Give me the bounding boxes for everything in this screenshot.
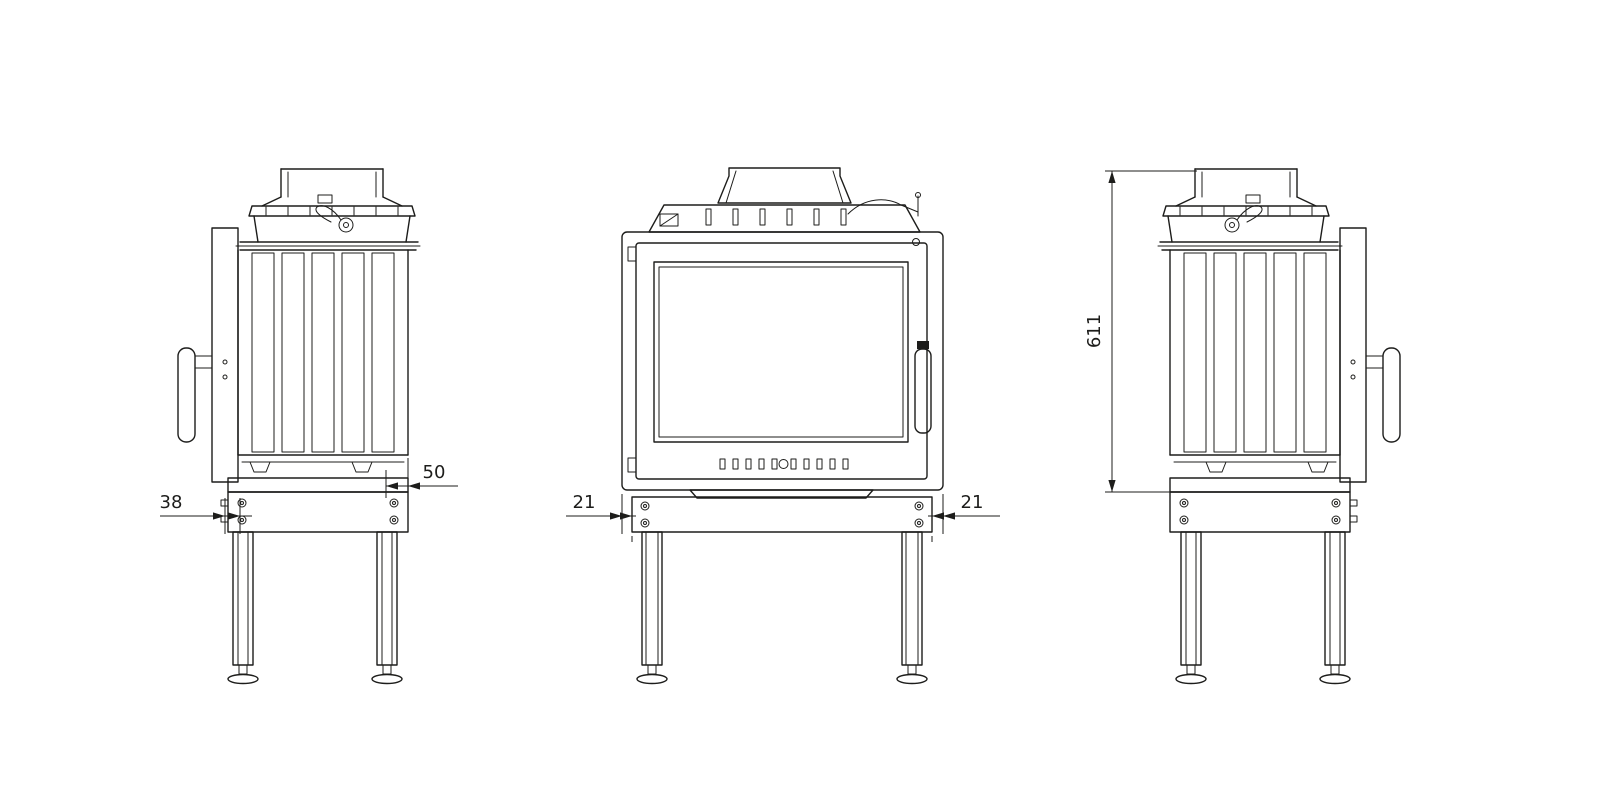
dimension-label-21-right: 21 — [961, 492, 984, 513]
side-plate — [211, 227, 239, 483]
dimension-label-50: 50 — [423, 462, 446, 483]
dimension-611: 611 — [1084, 170, 1197, 493]
front-stand-leg-left — [641, 531, 663, 666]
side-view-right — [1157, 168, 1401, 685]
vent-knob — [778, 459, 789, 469]
convection-fins — [237, 249, 409, 463]
front-view — [621, 167, 944, 685]
hinge-bottom — [627, 457, 637, 473]
front-stand-leg-right — [901, 531, 923, 666]
stand-leg-front — [232, 531, 254, 666]
glass-pane — [653, 261, 909, 443]
damper-rod — [847, 192, 921, 217]
frame-screw — [912, 238, 920, 246]
base-lip — [689, 489, 874, 499]
door-handle-side — [177, 347, 213, 443]
damper-lever — [315, 205, 354, 233]
front-flue — [717, 167, 852, 204]
base-band — [227, 477, 409, 493]
leveling-foot-rear — [371, 664, 403, 685]
firebox-frame — [621, 231, 944, 491]
dimension-21-left: 21 — [566, 492, 636, 542]
dimension-21-right: 21 — [928, 492, 1000, 542]
stand-beam — [220, 491, 409, 533]
leveling-foot-front — [227, 664, 259, 685]
dimension-label-21-left: 21 — [573, 492, 596, 513]
front-foot-right — [896, 664, 928, 685]
top-rim — [235, 241, 421, 251]
dimension-label-611: 611 — [1084, 314, 1105, 348]
door-latch — [917, 341, 929, 349]
dimension-50: 50 — [385, 458, 458, 498]
front-stand-beam — [631, 496, 933, 533]
side-view-left — [177, 168, 421, 685]
dimension-label-38: 38 — [160, 492, 183, 513]
dimension-38: 38 — [160, 492, 252, 534]
flue-collar — [261, 168, 403, 207]
bottom-brackets — [249, 461, 373, 473]
front-top-plate — [648, 204, 921, 233]
top-casting — [248, 205, 416, 243]
air-vents — [719, 458, 849, 470]
hinge-top — [627, 246, 637, 262]
stand-leg-rear — [376, 531, 398, 666]
door-handle-front — [914, 341, 932, 434]
door — [627, 242, 928, 480]
front-foot-left — [636, 664, 668, 685]
